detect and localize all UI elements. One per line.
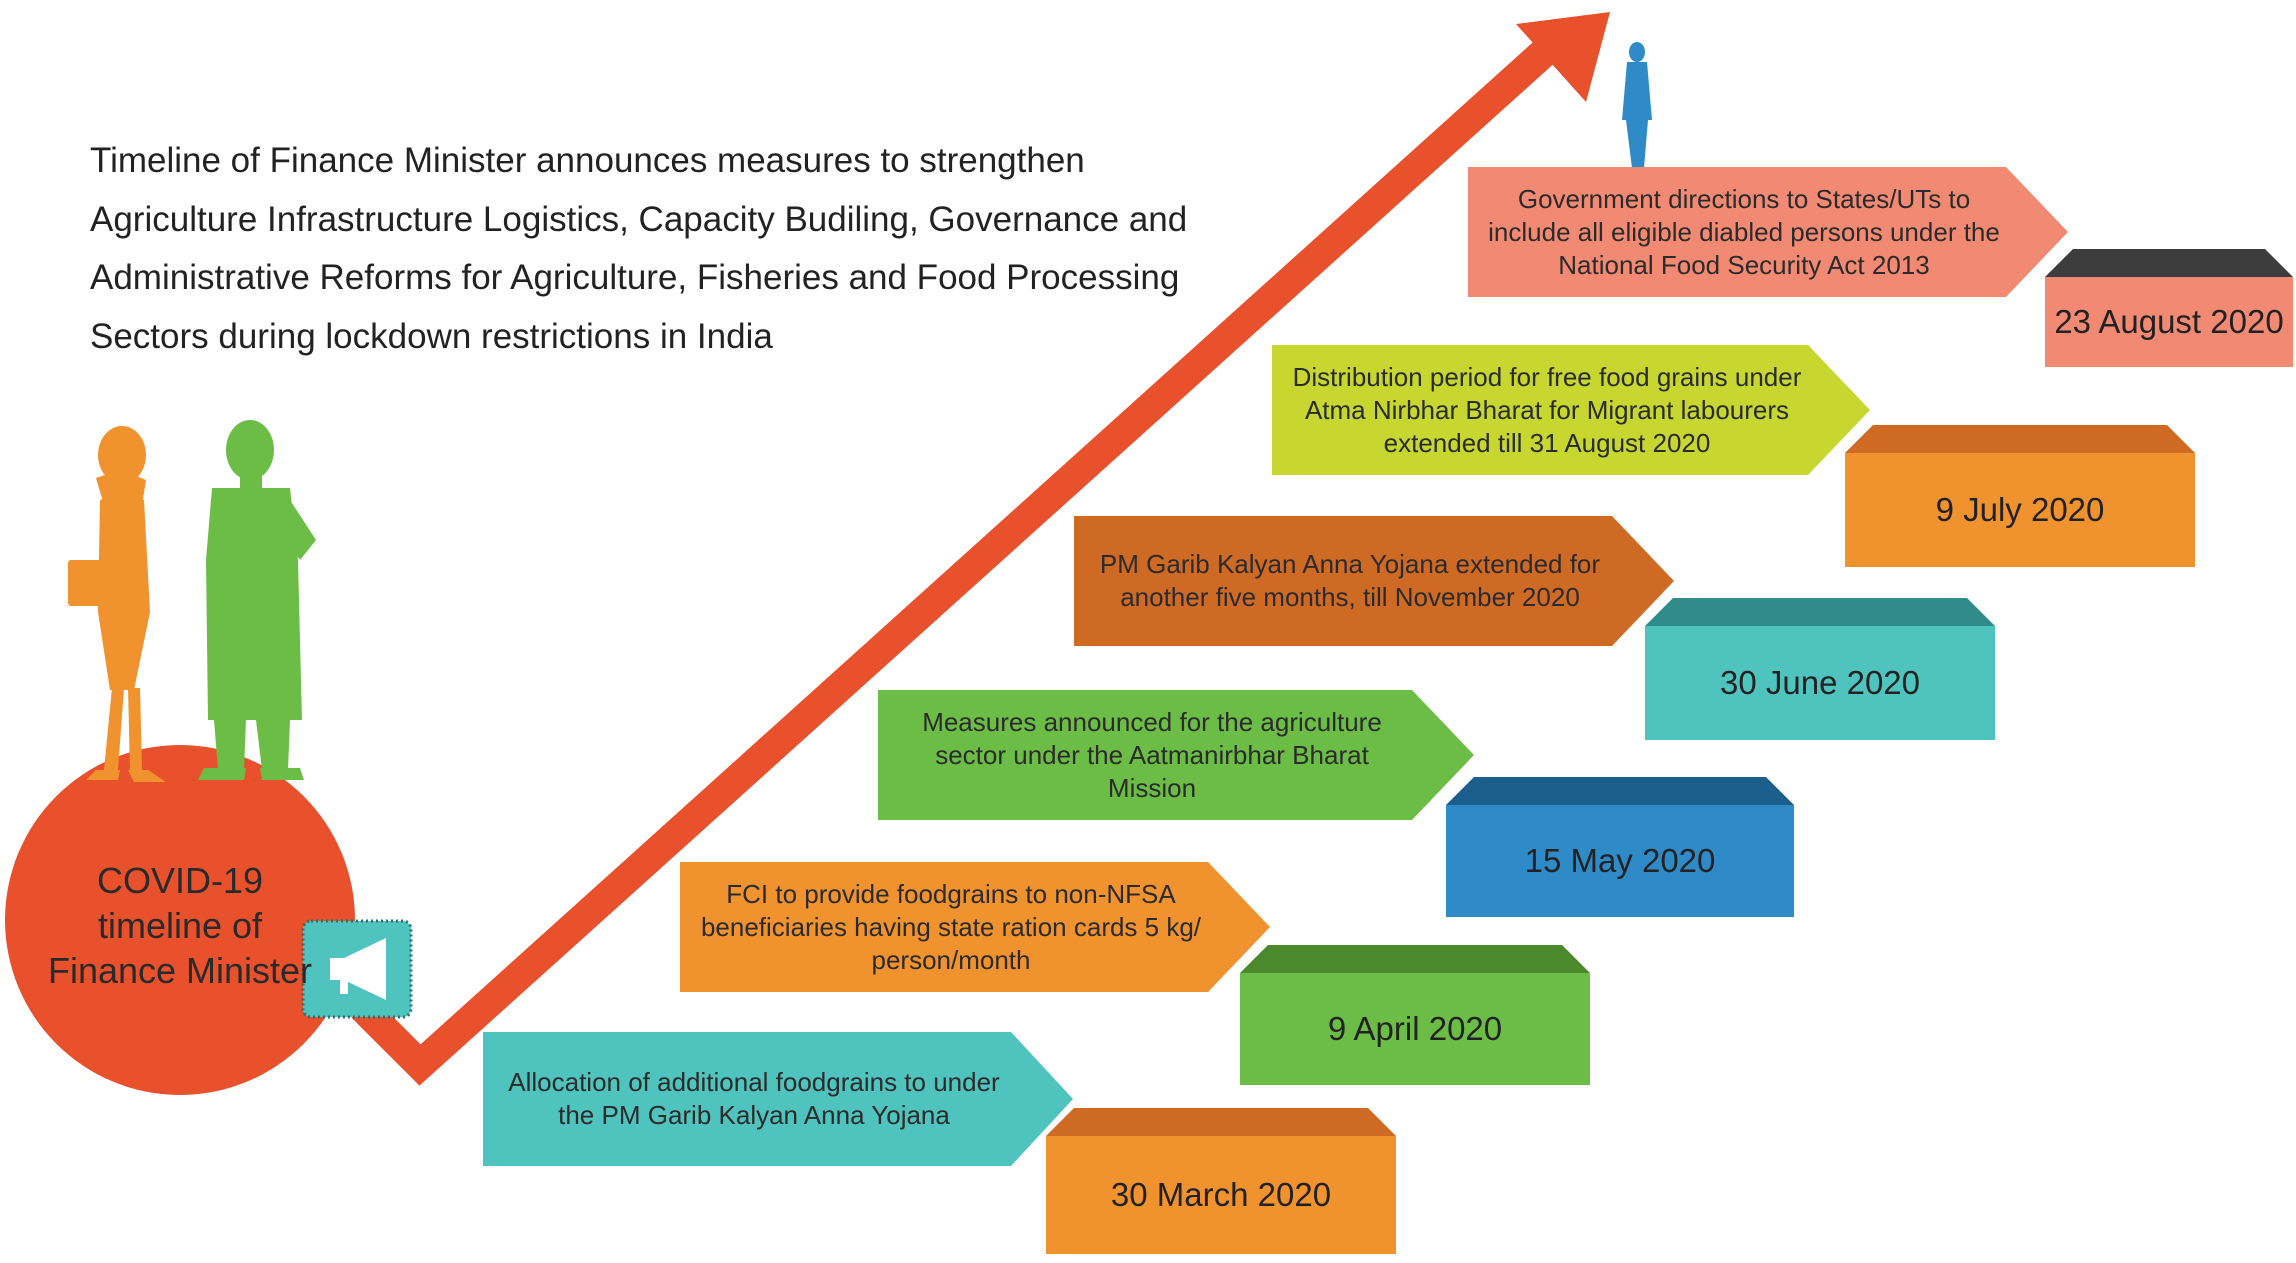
covid-circle: [5, 745, 355, 1095]
event-label: Distribution period for free food grains…: [1292, 361, 1802, 458]
businesswoman-icon: [68, 426, 166, 782]
date-block-top: [1046, 1108, 1396, 1136]
businessman-icon: [198, 420, 316, 780]
event-label-shape: [1272, 345, 1870, 475]
megaphone-icon[interactable]: [301, 919, 413, 1019]
event-date: 9 April 2020: [1327, 1010, 1503, 1047]
event-label: Measures announced for the agriculture s…: [922, 706, 1382, 803]
date-block: [1046, 1136, 1396, 1254]
date-block-top: [1240, 945, 1590, 973]
woman-figure-icon: [1622, 42, 1652, 168]
event-label: Allocation of additional foodgrains to u…: [508, 1067, 1000, 1130]
date-block: [1446, 805, 1794, 917]
event-shapes: [483, 167, 2293, 1254]
rising-arrow: [351, 12, 1610, 1086]
date-block: [2045, 277, 2293, 367]
date-block-top: [1845, 425, 2195, 453]
event-label-shape: [878, 690, 1474, 820]
event-label: Government directions to States/UTs to i…: [1488, 183, 2000, 280]
event-date: 15 May 2020: [1524, 842, 1716, 879]
event-date: 23 August 2020: [2054, 303, 2284, 340]
event-label-shape: [1074, 516, 1674, 646]
event-label-shape: [483, 1032, 1073, 1166]
page-title: Timeline of Finance Minister announces m…: [90, 141, 1188, 356]
date-block: [1845, 453, 2195, 567]
event-label: FCI to provide foodgrains to non-NFSA be…: [700, 878, 1202, 975]
date-block-top: [2045, 249, 2293, 277]
circle-label: COVID-19 timeline of Finance Minister: [47, 859, 313, 991]
event-date: 30 June 2020: [1719, 664, 1920, 701]
event-label-shape: [680, 862, 1270, 992]
event-date: 9 July 2020: [1935, 491, 2105, 528]
date-block-top: [1446, 777, 1794, 805]
date-block: [1240, 973, 1590, 1085]
event-date: 30 March 2020: [1110, 1176, 1332, 1213]
date-block-top: [1645, 598, 1995, 626]
date-block: [1645, 626, 1995, 740]
event-label: PM Garib Kalyan Anna Yojana extended for…: [1099, 549, 1601, 612]
event-label-shape: [1468, 167, 2068, 297]
